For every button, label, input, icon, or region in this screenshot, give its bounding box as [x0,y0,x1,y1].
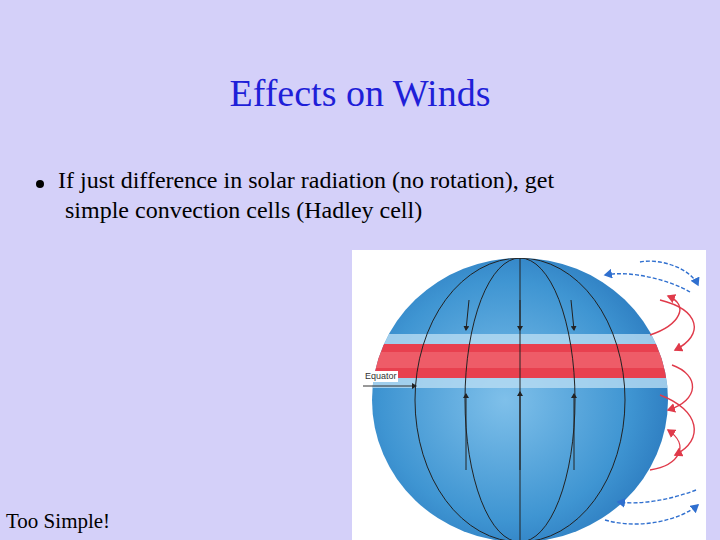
slide-title: Effects on Winds [0,70,720,116]
equator-band [360,344,690,378]
bullet-dot [36,180,44,188]
note-text: Too Simple! [6,508,110,534]
equator-pointer [363,386,416,387]
bullet-text: If just difference in solar radiation (n… [58,165,613,225]
equator-label: Equator [364,371,398,382]
